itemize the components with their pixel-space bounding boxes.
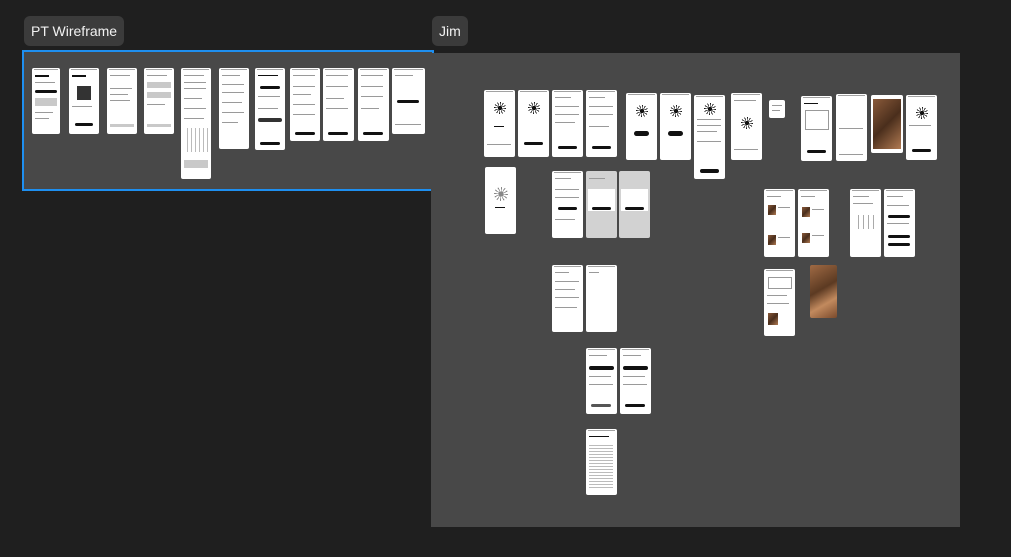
wireframe-frame[interactable] [219,68,249,149]
jim-frame-small[interactable] [769,100,785,118]
jim-frame[interactable] [850,189,881,257]
jim-frame[interactable] [798,189,829,257]
jim-frame[interactable] [731,93,762,160]
jim-frame-modal[interactable] [619,171,650,238]
jim-frame[interactable] [764,189,795,257]
jim-frame[interactable] [586,348,617,414]
jim-frame[interactable] [518,90,549,157]
jim-frame[interactable] [801,96,832,161]
wireframe-frame[interactable] [392,68,425,134]
jim-frame[interactable] [694,95,725,179]
wireframe-frame[interactable] [323,68,354,141]
jim-frame[interactable] [836,94,867,161]
jim-frame[interactable] [552,171,583,238]
jim-frame-photo-full[interactable] [810,265,837,318]
wireframe-frame[interactable] [144,68,174,134]
section-label-pt-wireframe[interactable]: PT Wireframe [24,16,125,46]
jim-frame[interactable] [586,90,617,157]
wireframe-frame[interactable] [69,68,99,134]
jim-frame[interactable] [586,265,617,332]
wireframe-frame[interactable] [290,68,320,141]
wireframe-frame[interactable] [181,68,211,179]
jim-frame[interactable] [484,90,515,157]
jim-frame[interactable] [764,269,795,336]
jim-frame[interactable] [552,265,583,332]
section-jim[interactable] [431,53,960,527]
jim-frame[interactable] [660,93,691,160]
jim-frame-photo[interactable] [871,95,903,153]
wireframe-frame[interactable] [32,68,60,134]
jim-frame[interactable] [485,167,516,234]
jim-frame[interactable] [626,93,657,160]
jim-frame-modal[interactable] [586,171,617,238]
jim-frame[interactable] [552,90,583,157]
section-pt-wireframe[interactable] [22,50,434,191]
jim-frame[interactable] [906,95,937,160]
jim-frame[interactable] [884,189,915,257]
wireframe-frame[interactable] [358,68,389,141]
jim-frame-text[interactable] [586,429,617,495]
jim-frame[interactable] [620,348,651,414]
wireframe-frame[interactable] [255,68,285,150]
section-label-jim[interactable]: Jim [432,16,468,46]
wireframe-frame[interactable] [107,68,137,134]
